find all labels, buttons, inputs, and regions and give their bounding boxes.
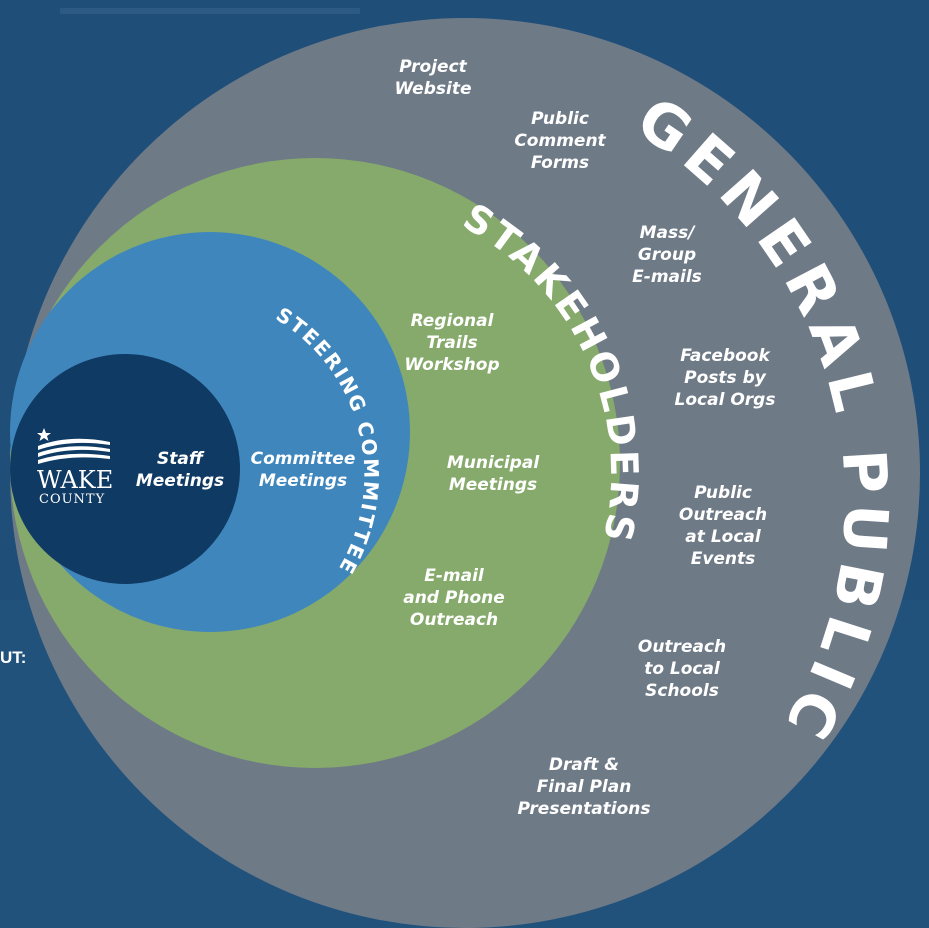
item-staff-meetings: Staff Meetings <box>135 449 225 491</box>
item-mass-group-emails: Mass/ Group E-mails <box>632 223 702 287</box>
logo-text: WAKE COUNTY <box>37 466 113 507</box>
item-project-website: Project Website <box>394 57 472 99</box>
item-draft-final-plan: Draft & Final Plan Presentations <box>517 755 651 819</box>
item-public-comment-forms: Public Comment Forms <box>514 109 606 173</box>
item-municipal-meetings: Municipal Meetings <box>446 453 540 495</box>
logo-county-text: COUNTY <box>39 492 105 507</box>
item-outreach-schools: Outreach to Local Schools <box>637 637 727 701</box>
steering-committee-title-path: STEERING COMMITTEE <box>272 302 382 579</box>
item-email-phone-outreach: E-mail and Phone Outreach <box>403 566 505 630</box>
item-committee-meetings: Committee Meetings <box>250 449 356 491</box>
item-facebook-posts: Facebook Posts by Local Orgs <box>674 346 776 410</box>
steering-committee-title: STEERING COMMITTEE <box>272 302 384 579</box>
item-regional-trails-workshop: Regional Trails Workshop <box>404 311 500 375</box>
core-circle <box>10 354 240 584</box>
star-waves-logo-icon <box>37 428 110 464</box>
logo-wake-text: WAKE <box>37 466 113 494</box>
wake-county-logo: WAKE COUNTY <box>30 420 130 510</box>
edge-label: UT: <box>0 648 27 667</box>
item-public-outreach-events: Public Outreach at Local Events <box>678 483 768 569</box>
